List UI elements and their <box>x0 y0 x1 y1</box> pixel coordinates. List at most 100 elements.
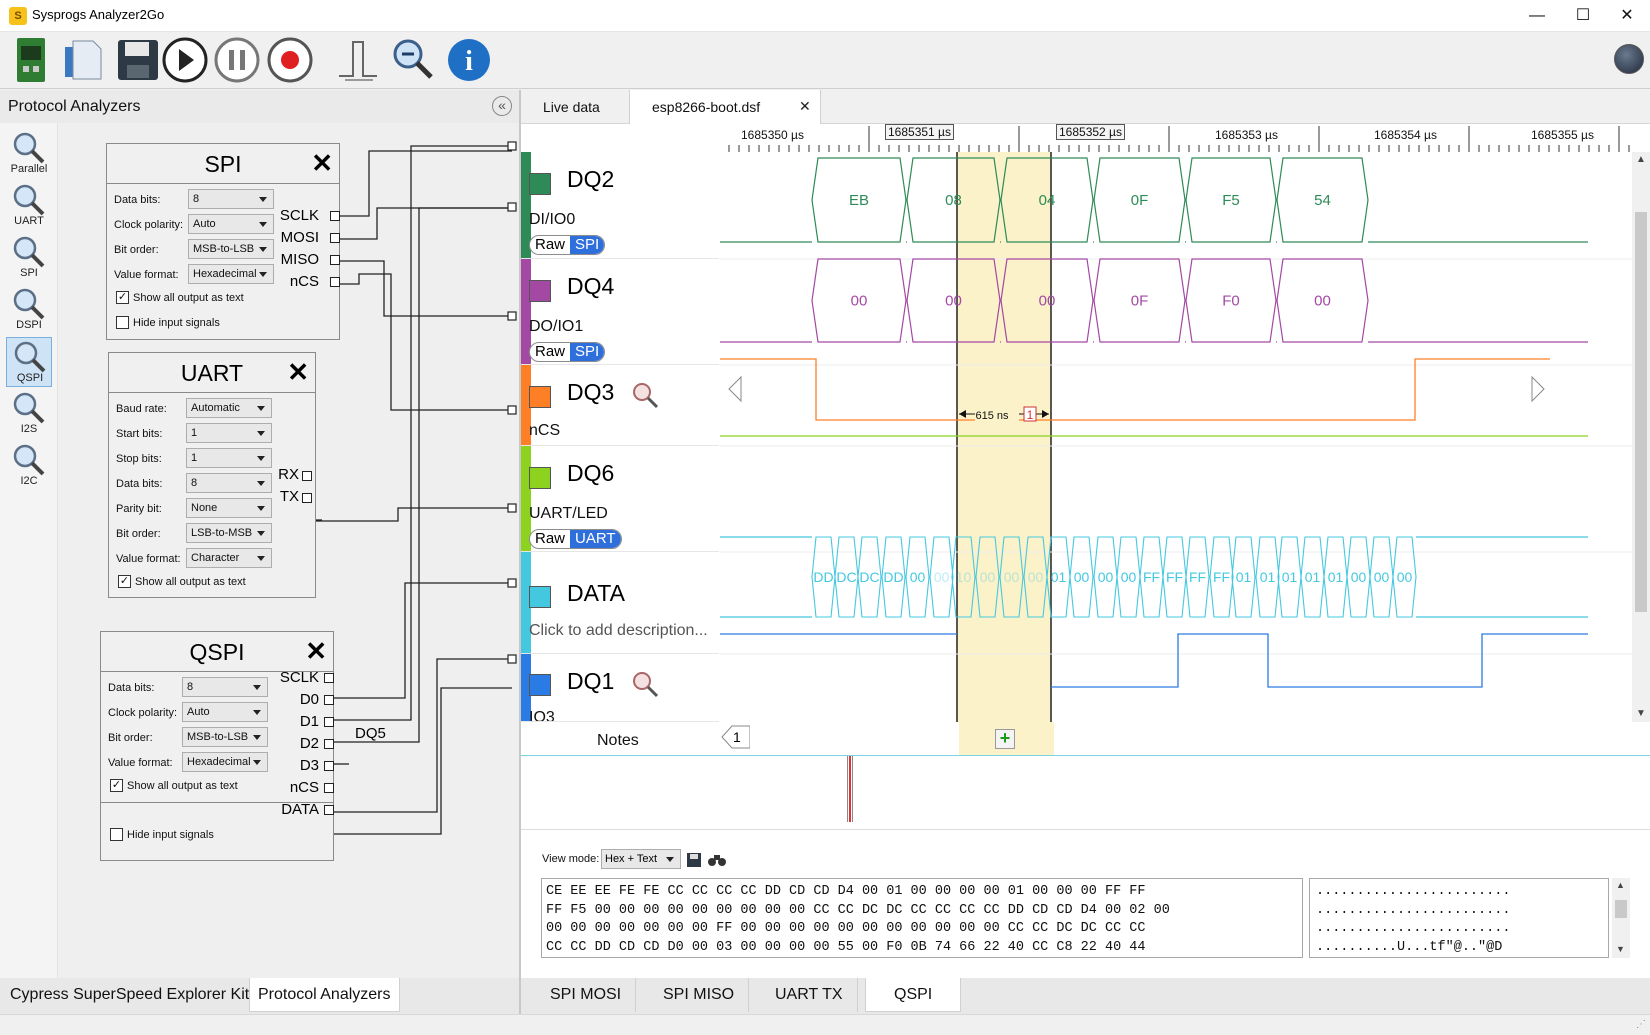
record-icon[interactable] <box>265 35 315 85</box>
signal-dq3[interactable]: DQ3 nCS <box>521 365 719 446</box>
scroll-down-icon[interactable]: ▼ <box>1616 944 1625 954</box>
scroll-thumb[interactable] <box>1635 212 1647 612</box>
analyze-signal-icon[interactable] <box>631 670 661 700</box>
uart-parity-select[interactable]: None <box>186 498 272 518</box>
analyzer-i2c[interactable]: I2C <box>6 441 52 491</box>
spi-close-button[interactable]: ✕ <box>311 148 333 178</box>
color-swatch[interactable] <box>529 674 551 696</box>
qspi-data-bits-select[interactable]: 8 <box>182 677 268 697</box>
notes-counter[interactable]: 1 <box>720 722 751 752</box>
signal-description[interactable]: nCS <box>529 422 561 439</box>
find-icon[interactable] <box>707 852 727 868</box>
analyzer-dspi[interactable]: DSPI <box>6 285 52 335</box>
spi-data-bits-select[interactable]: 8 <box>188 189 274 209</box>
uart-stop-bits-select[interactable]: 1 <box>186 448 272 468</box>
minimize-button[interactable]: — <box>1529 7 1545 24</box>
pin[interactable] <box>324 739 334 749</box>
pin[interactable] <box>302 493 312 503</box>
save-icon[interactable] <box>113 35 163 85</box>
analyzer-spi[interactable]: SPI <box>6 233 52 283</box>
pin[interactable] <box>324 695 334 705</box>
analyze-signal-icon[interactable] <box>631 381 661 411</box>
spi-clock-polarity-select[interactable]: Auto <box>188 214 274 234</box>
zoom-out-icon[interactable] <box>389 35 439 85</box>
tab-spi-miso[interactable]: SPI MISO <box>649 978 750 1012</box>
uart-close-button[interactable]: ✕ <box>287 357 309 387</box>
analyzer-uart[interactable]: UART <box>6 181 52 231</box>
signal-description[interactable]: Click to add description... <box>529 622 708 639</box>
resize-grip-icon[interactable]: ⋰ <box>1636 1019 1646 1030</box>
signal-dq1[interactable]: DQ1 IO3 <box>521 654 719 722</box>
signal-description[interactable]: DO/IO1 <box>529 318 584 335</box>
pin[interactable] <box>324 805 334 815</box>
close-tab-icon[interactable]: ✕ <box>799 98 811 114</box>
close-window-button[interactable]: ✕ <box>1620 7 1634 24</box>
color-swatch[interactable] <box>529 586 551 608</box>
hex-view[interactable]: CE EE EE FE FE CC CC CC CC DD CD CD D4 0… <box>541 878 1303 958</box>
analyzer-parallel[interactable]: Parallel <box>6 129 52 179</box>
scroll-down-icon[interactable]: ▼ <box>1636 708 1646 719</box>
maximize-button[interactable]: ☐ <box>1575 7 1591 24</box>
qspi-bit-order-select[interactable]: MSB-to-LSB <box>182 727 268 747</box>
color-swatch[interactable] <box>529 386 551 408</box>
overview-viewport[interactable] <box>847 756 853 822</box>
pin[interactable] <box>330 277 340 287</box>
scroll-thumb[interactable] <box>1615 900 1627 918</box>
collapse-panel-button[interactable]: « <box>492 96 512 116</box>
tab-spi-mosi[interactable]: SPI MOSI <box>536 978 637 1012</box>
overview-strip[interactable] <box>521 755 1650 830</box>
signal-description[interactable]: IO3 <box>529 709 555 722</box>
tab-uart-tx[interactable]: UART TX <box>761 978 858 1012</box>
tab-qspi[interactable]: QSPI <box>865 978 962 1012</box>
scroll-up-icon[interactable]: ▲ <box>1636 154 1646 165</box>
spi-value-format-select[interactable]: Hexadecimal <box>188 264 274 284</box>
uart-value-format-select[interactable]: Character <box>186 548 272 568</box>
uart-start-bits-select[interactable]: 1 <box>186 423 272 443</box>
view-mode-select[interactable]: Hex + Text <box>601 849 681 869</box>
qspi-clock-polarity-select[interactable]: Auto <box>182 702 268 722</box>
save-icon[interactable] <box>686 852 702 868</box>
add-note-button[interactable]: + <box>995 729 1015 749</box>
uart-show-output-checkbox[interactable]: ✓Show all output as text <box>118 575 246 588</box>
scroll-up-icon[interactable]: ▲ <box>1616 880 1625 890</box>
play-icon[interactable] <box>160 35 210 85</box>
tab-protocol-analyzers[interactable]: Protocol Analyzers <box>249 978 400 1012</box>
qspi-hide-input-checkbox[interactable]: Hide input signals <box>110 828 214 842</box>
open-icon[interactable] <box>58 35 108 85</box>
tab-cypress-kit[interactable]: Cypress SuperSpeed Explorer Kit <box>10 986 250 1003</box>
spi-show-output-checkbox[interactable]: ✓Show all output as text <box>116 291 244 304</box>
trigger-icon[interactable] <box>334 35 384 85</box>
spi-bit-order-select[interactable]: MSB-to-LSB <box>188 239 274 259</box>
qspi-value-format-select[interactable]: Hexadecimal <box>182 752 268 772</box>
board-icon[interactable] <box>6 35 56 85</box>
color-swatch[interactable] <box>529 173 551 195</box>
pin[interactable] <box>324 783 334 793</box>
tab-live-data[interactable]: Live data <box>543 99 600 115</box>
pin[interactable] <box>330 233 340 243</box>
uart-bit-order-select[interactable]: LSB-to-MSB <box>186 523 272 543</box>
pin[interactable] <box>330 211 340 221</box>
splitter[interactable] <box>519 90 521 1014</box>
hex-scrollbar[interactable]: ▲ ▼ <box>1612 878 1630 958</box>
signal-description[interactable]: UART/LED <box>529 505 608 522</box>
text-view[interactable]: ........................................… <box>1309 878 1609 958</box>
uart-data-bits-select[interactable]: 8 <box>186 473 272 493</box>
pin[interactable] <box>324 717 334 727</box>
pin[interactable] <box>324 761 334 771</box>
qspi-show-output-checkbox[interactable]: ✓Show all output as text <box>110 779 238 792</box>
analyzer-qspi[interactable]: QSPI <box>6 337 52 387</box>
pin[interactable] <box>302 471 312 481</box>
pin[interactable] <box>324 673 334 683</box>
uart-baud-select[interactable]: Automatic <box>186 398 272 418</box>
color-swatch[interactable] <box>529 280 551 302</box>
tab-esp8266-boot[interactable]: esp8266-boot.dsf <box>629 90 822 124</box>
info-icon[interactable]: i <box>444 35 494 85</box>
spi-hide-input-checkbox[interactable]: Hide input signals <box>116 316 220 330</box>
